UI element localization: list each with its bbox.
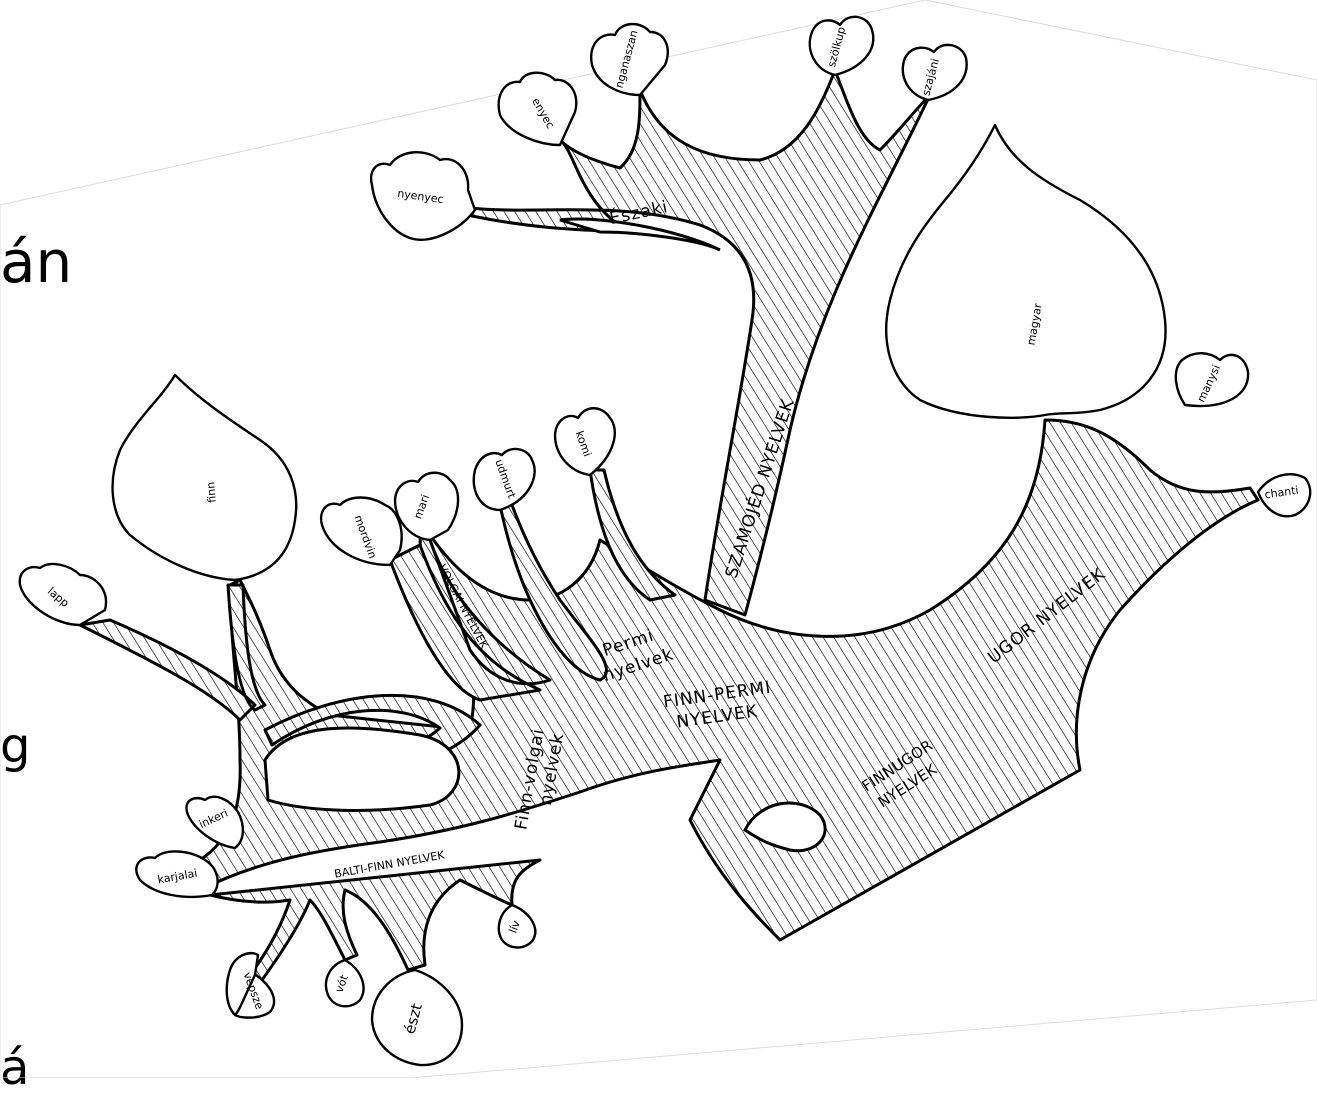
leaf-szolkup: szölkup <box>810 17 873 75</box>
leaf-mordvin: mordvin <box>321 498 402 566</box>
leaf-nyenyec: nyenyec <box>371 152 475 240</box>
leaf-udmurt: udmurt <box>474 449 535 510</box>
leaf-label: finn <box>204 481 219 503</box>
leaf-lapp: lapp <box>20 564 106 625</box>
leaf-inkeri: inkeri <box>186 797 242 848</box>
loop-gap-1 <box>265 728 459 810</box>
balti-twigs <box>210 860 540 980</box>
leaf-szajani: szajáni <box>903 45 967 100</box>
leaf-eszt: észt <box>372 970 462 1065</box>
samoyed-branch <box>470 70 930 615</box>
leaf-manysi: manysi <box>1176 353 1248 406</box>
leaf-liv: lív <box>499 905 535 948</box>
leaf-finn: finn <box>113 375 297 580</box>
leaf-enyec: enyec <box>499 73 577 145</box>
leaf-vot: vót <box>326 960 364 1006</box>
leaf-magyar: magyar <box>886 125 1165 418</box>
leaf-nganaszan: nganaszan <box>591 24 668 95</box>
leaf-mari: mari <box>395 473 458 540</box>
leaf-komi: komi <box>555 408 615 475</box>
leaf-chanti: chanti <box>1258 474 1310 516</box>
